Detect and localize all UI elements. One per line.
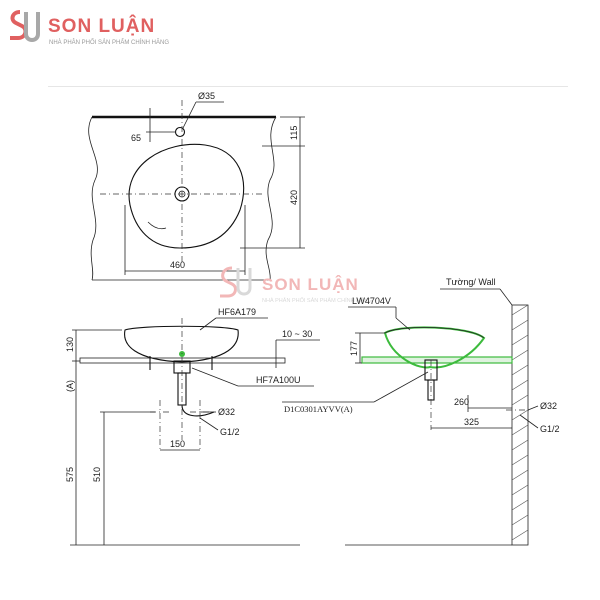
front-pipe-diameter-label: Ø32	[218, 407, 235, 417]
front-thread-label: G1/2	[220, 427, 240, 437]
wall-label: Tường/ Wall	[446, 277, 496, 287]
top-view: Ø35 65 115 420 460	[88, 91, 305, 281]
distance-inner-label: 260	[454, 397, 469, 407]
side-thread-label: G1/2	[540, 424, 560, 434]
hole-diameter-label: Ø35	[198, 91, 215, 101]
side-pipe-diameter-label: Ø32	[540, 401, 557, 411]
depth-back-label: 115	[289, 126, 299, 140]
watermark: SON LUẬN NHÀ PHÂN PHỐI SẢN PHẨM CHÍNH HÃ…	[220, 266, 372, 304]
rim-height-label: 130	[65, 337, 75, 352]
brand-logo-icon	[10, 10, 40, 42]
front-view: 130 (A) 575 510 HF6A179 10 ~ 30 HF7A100U…	[65, 307, 320, 546]
watermark-tagline: NHÀ PHÂN PHỐI SẢN PHẨM CHÍNH HÃNG	[262, 297, 372, 304]
drain-height-label: 510	[92, 467, 102, 482]
trap-model-label: D1C0301AYVV(A)	[284, 404, 353, 414]
width-label: 460	[170, 260, 185, 270]
brand-tagline: NHÀ PHÂN PHỐI SẢN PHẨM CHÍNH HÃNG	[49, 40, 170, 46]
drain-model-label: HF7A100U	[256, 375, 301, 385]
depth-label: 420	[289, 190, 299, 205]
site-header: SON LUẬN NHÀ PHÂN PHỐI SẢN PHẨM CHÍNH HÃ…	[0, 0, 600, 86]
spacing-label: 150	[170, 439, 185, 449]
counter-range-label: 10 ~ 30	[282, 329, 312, 339]
brand-name: SON LUẬN	[48, 16, 156, 37]
watermark-brand: SON LUẬN	[262, 275, 359, 294]
header-divider	[48, 86, 568, 87]
side-basin-model-label: LW4704V	[352, 296, 391, 306]
floor-height-label: 575	[65, 467, 75, 482]
height-a-label: (A)	[65, 380, 75, 392]
distance-outer-label: 325	[464, 417, 479, 427]
side-height-label: 177	[349, 341, 359, 356]
basin-model-label: HF6A179	[218, 307, 256, 317]
side-view: Tường/ Wall 177 LW4704V D1C0301AYVV(A) 2…	[282, 277, 560, 546]
hole-offset-label: 65	[131, 133, 141, 143]
